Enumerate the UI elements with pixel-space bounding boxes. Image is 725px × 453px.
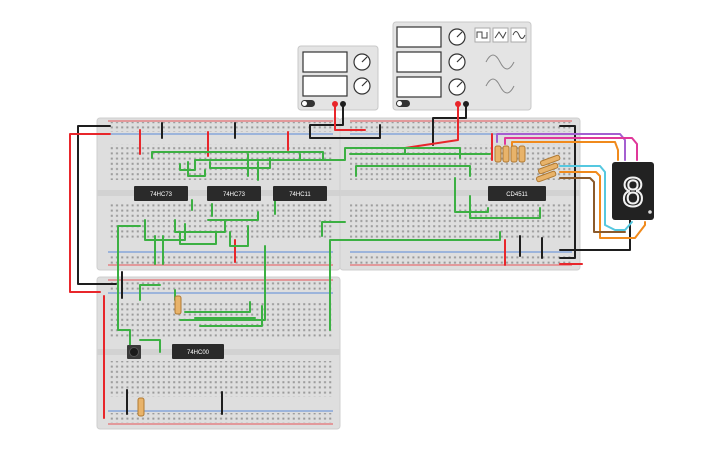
chip-u3[interactable]: 74HC11 <box>273 186 327 201</box>
display-wires[interactable] <box>496 133 646 239</box>
chip-u5-label: 74HC00 <box>187 350 210 356</box>
waveform-preview-top <box>485 54 515 70</box>
function-generator[interactable] <box>392 21 532 111</box>
resistor-pulldown[interactable] <box>137 397 145 417</box>
display-digit: 8 <box>622 171 645 215</box>
chip-u4[interactable]: CD4511 <box>488 186 546 201</box>
seven-segment-display[interactable]: 8 <box>612 162 654 220</box>
chip-u4-label: CD4511 <box>506 192 528 198</box>
dc-power-supply[interactable] <box>297 45 379 111</box>
pushbutton[interactable] <box>127 345 141 359</box>
decimal-point <box>648 210 652 214</box>
chip-u2[interactable]: 74HC73 <box>207 186 261 201</box>
resistor-pullup[interactable] <box>174 295 182 315</box>
chip-u2-label: 74HC73 <box>223 192 246 198</box>
chip-u1[interactable]: 74HC73 <box>134 186 188 201</box>
waveform-preview-bottom <box>485 78 515 94</box>
chip-u1-label: 74HC73 <box>150 192 173 198</box>
square-wave-icon[interactable] <box>474 27 491 43</box>
chip-u3-label: 74HC11 <box>289 192 311 198</box>
sine-wave-icon[interactable] <box>510 27 527 43</box>
triangle-wave-icon[interactable] <box>492 27 509 43</box>
signal-wires[interactable] <box>117 147 541 353</box>
resistor-array[interactable] <box>494 145 561 183</box>
chip-u5[interactable]: 74HC00 <box>172 344 224 359</box>
